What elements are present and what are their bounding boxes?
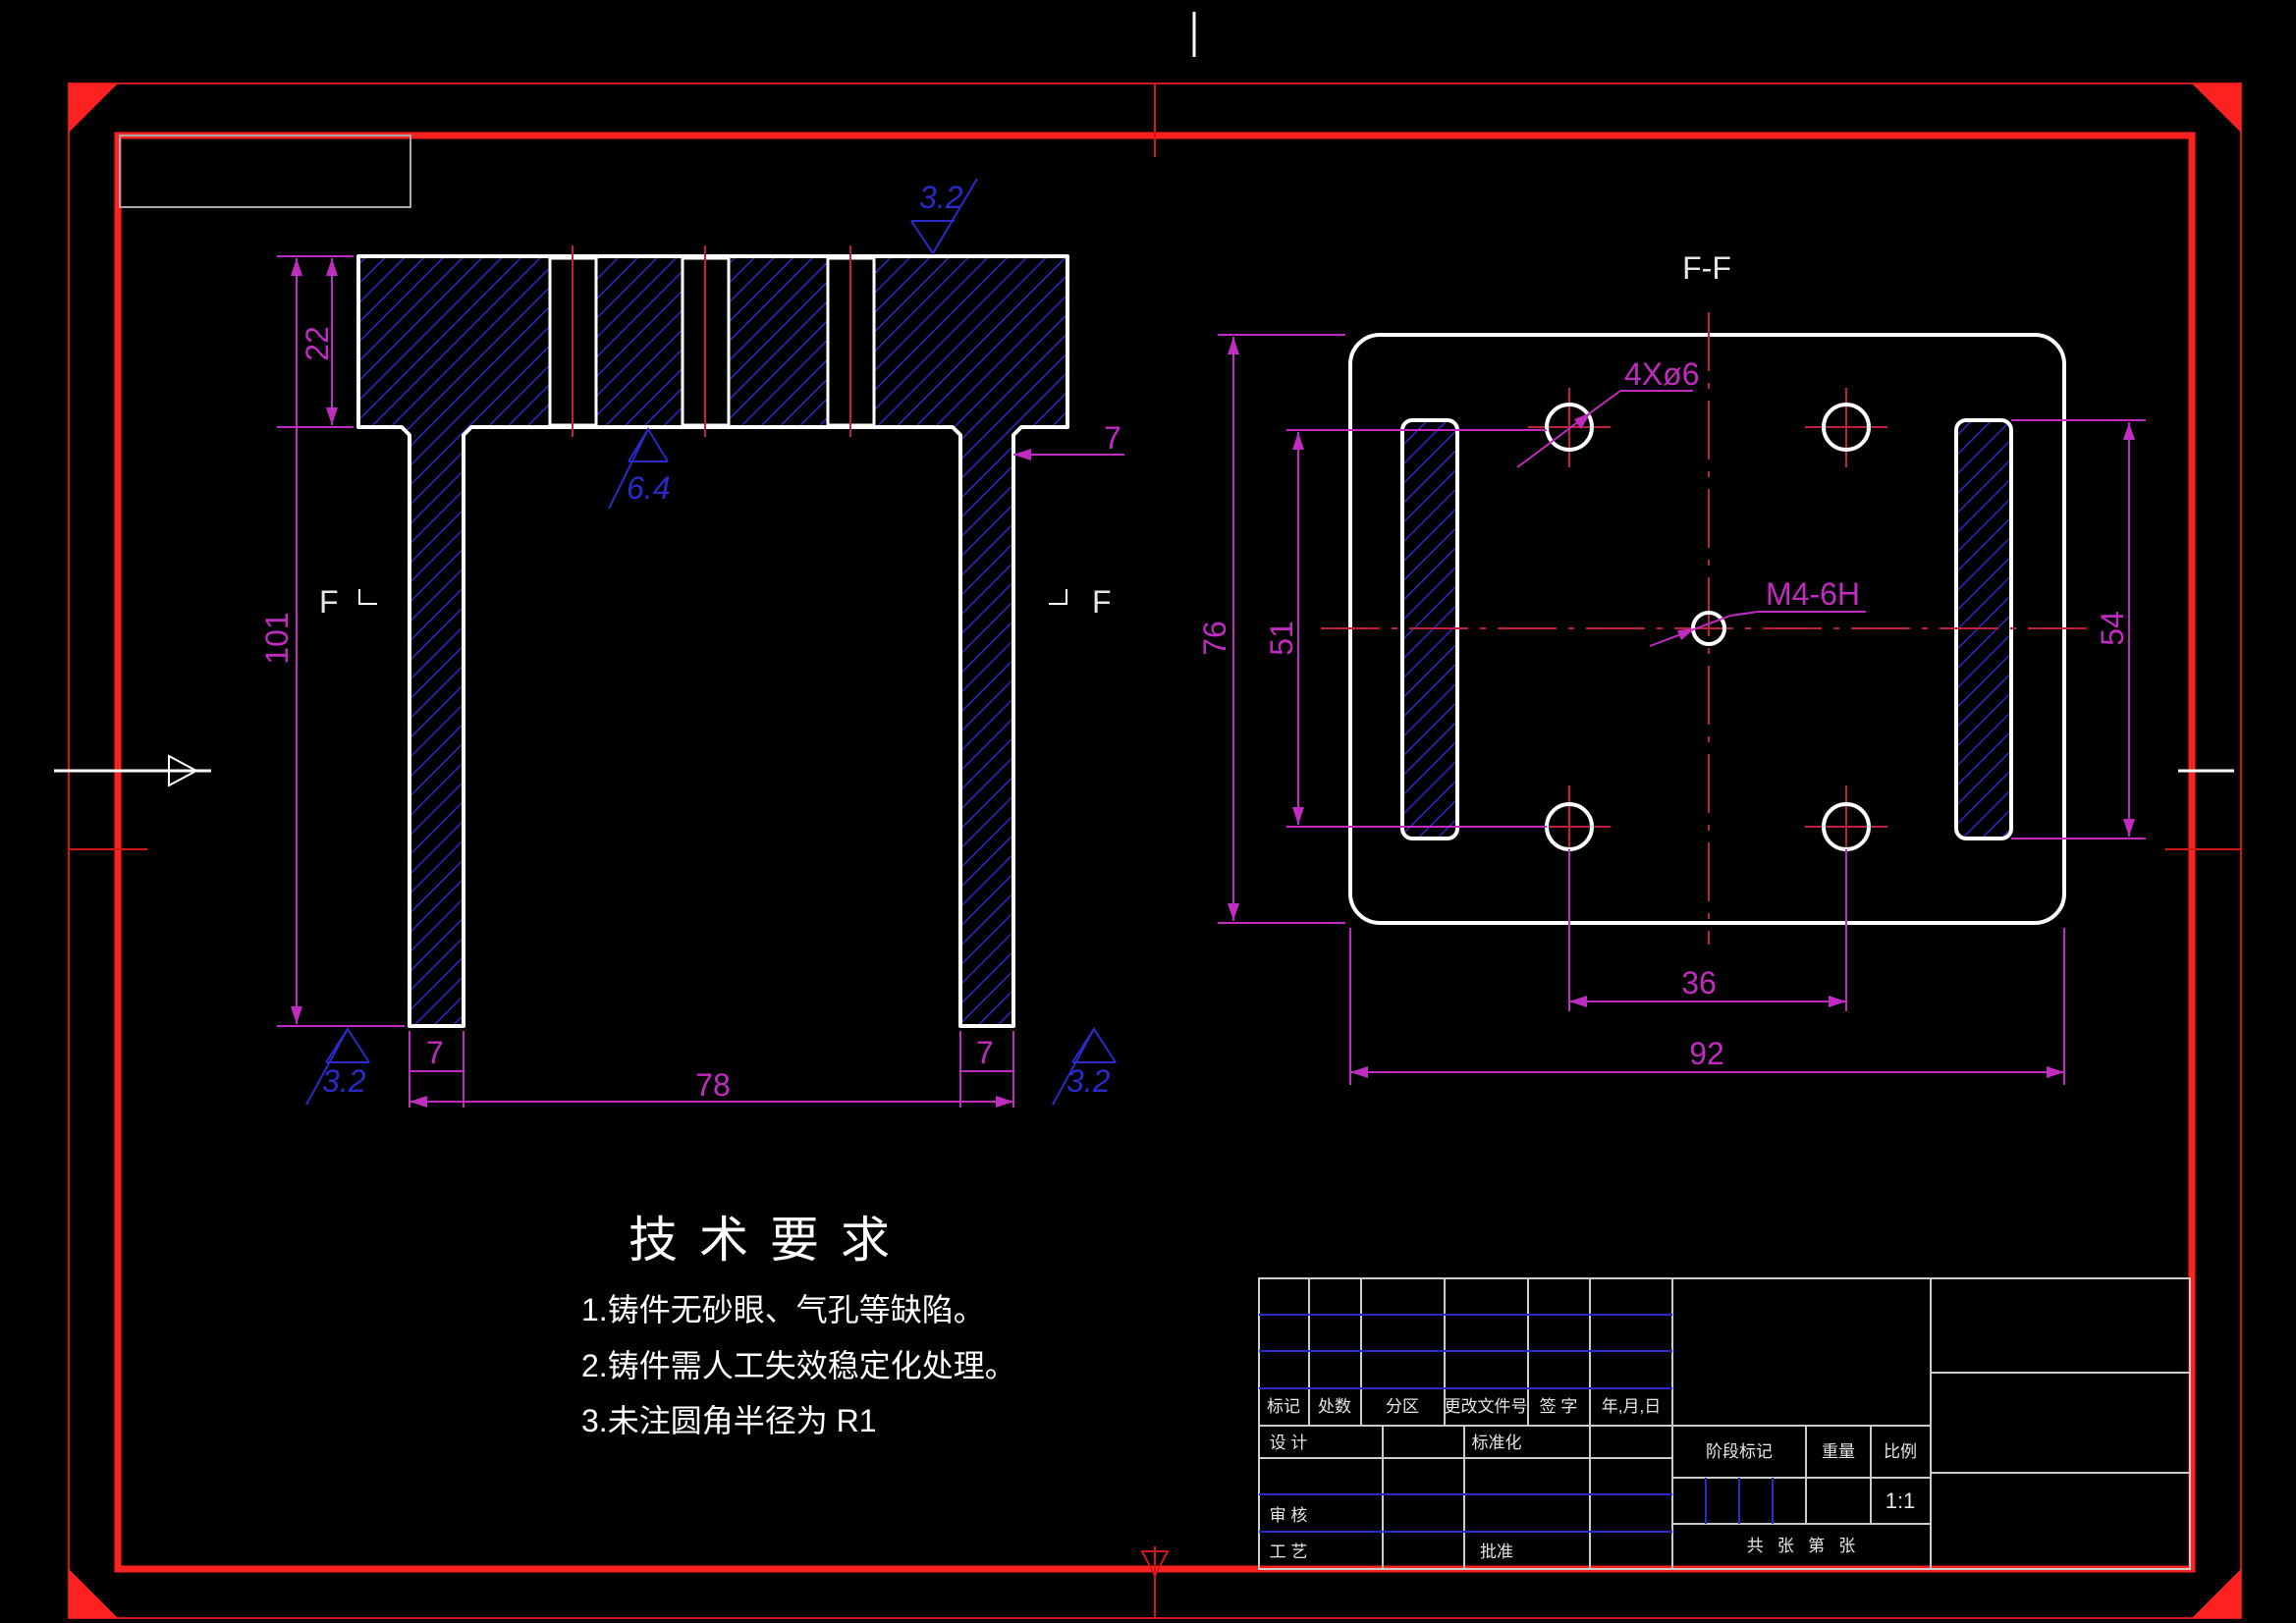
tb-scale-value: 1:1 bbox=[1886, 1488, 1916, 1513]
tb-standardization: 标准化 bbox=[1472, 1434, 1522, 1452]
sheet-frame bbox=[54, 12, 2242, 1619]
tb-design: 设 计 bbox=[1270, 1434, 1308, 1452]
front-view: F F 22 101 bbox=[259, 178, 1124, 1108]
corner-mark-br bbox=[2192, 1569, 2241, 1618]
tb-sheets: 共 张 第 张 bbox=[1747, 1537, 1856, 1555]
section-centerlines bbox=[1321, 312, 2087, 945]
bottom-arrow-head bbox=[1140, 1550, 1170, 1579]
technical-requirements: 技术要求 1.铸件无砂眼、气孔等缺陷。 2.铸件需人工失效稳定化处理。 3.未注… bbox=[581, 1213, 1016, 1438]
tech-req-item: 3.未注圆角半径为 R1 bbox=[581, 1403, 877, 1438]
side-arrow-head-left bbox=[168, 754, 199, 787]
dim-top-height: 22 bbox=[300, 326, 335, 361]
slot-centerlines bbox=[572, 245, 851, 437]
corner-mark-tl bbox=[69, 83, 118, 133]
roughness-inner: 6.4 bbox=[627, 470, 670, 506]
drawing-number-box bbox=[119, 135, 411, 208]
tb-header-zone: 分区 bbox=[1386, 1397, 1419, 1416]
title-block: 标记 处数 分区 更改文件号 签 字 年,月,日 设 计 标准化 审 核 工 艺… bbox=[1258, 1277, 2191, 1570]
tech-req-title: 技术要求 bbox=[629, 1213, 911, 1268]
section-dim-lines bbox=[1218, 334, 2146, 1085]
section-marker-right: F bbox=[1092, 584, 1112, 620]
callout-thread: M4-6H bbox=[1766, 576, 1860, 612]
callout-holes: 4Xø6 bbox=[1624, 356, 1699, 392]
tb-stage-mark: 阶段标记 bbox=[1706, 1442, 1773, 1461]
tech-req-item: 1.铸件无砂眼、气孔等缺陷。 bbox=[581, 1292, 985, 1327]
corner-mark-bl bbox=[69, 1569, 118, 1618]
section-marker-right-symbol bbox=[1049, 589, 1067, 605]
tb-header-mark: 标记 bbox=[1267, 1397, 1300, 1416]
dim-plate-width: 92 bbox=[1689, 1036, 1724, 1071]
front-dim-lines bbox=[277, 255, 1124, 1108]
section-dim-arrows bbox=[1228, 337, 2135, 1078]
thread-hole bbox=[1691, 611, 1726, 646]
tb-process: 工 艺 bbox=[1270, 1542, 1308, 1561]
dim-leg-side: 7 bbox=[1104, 420, 1121, 456]
tb-review: 审 核 bbox=[1270, 1506, 1308, 1525]
tb-header-count: 处数 bbox=[1318, 1397, 1351, 1416]
tb-scale-label: 比例 bbox=[1884, 1442, 1917, 1461]
section-view-title: F-F bbox=[1682, 250, 1731, 286]
hole-tl bbox=[1545, 403, 1594, 452]
roughness-top: 3.2 bbox=[919, 180, 963, 215]
dim-hole-pitch-x: 36 bbox=[1681, 965, 1717, 1001]
dim-width: 78 bbox=[695, 1067, 731, 1103]
roughness-bottom-left: 3.2 bbox=[322, 1063, 366, 1099]
dim-slot-height: 54 bbox=[2095, 611, 2130, 646]
dim-leg-right: 7 bbox=[976, 1035, 994, 1070]
dim-plate-height: 76 bbox=[1197, 621, 1232, 656]
corner-mark-tr bbox=[2192, 83, 2241, 133]
dim-leg-left: 7 bbox=[426, 1035, 444, 1070]
section-view: F-F bbox=[1197, 250, 2146, 1085]
roughness-symbols bbox=[305, 178, 1117, 1106]
title-block-frame bbox=[1258, 1277, 2191, 1570]
dim-total-height: 101 bbox=[259, 612, 295, 664]
tb-approve: 批准 bbox=[1480, 1542, 1513, 1561]
tech-req-item: 2.铸件需人工失效稳定化处理。 bbox=[581, 1348, 1016, 1383]
tb-header-signature: 签 字 bbox=[1540, 1397, 1578, 1416]
dim-hole-pitch-y: 51 bbox=[1264, 621, 1299, 656]
tb-weight: 重量 bbox=[1822, 1442, 1855, 1461]
section-marker-left: F bbox=[319, 584, 339, 620]
roughness-bottom-right: 3.2 bbox=[1066, 1063, 1111, 1099]
section-marker-left-symbol bbox=[358, 589, 377, 605]
tb-header-change-doc: 更改文件号 bbox=[1445, 1397, 1528, 1416]
hole-tr bbox=[1822, 403, 1871, 452]
front-dim-arrows bbox=[291, 258, 1031, 1108]
tb-header-date: 年,月,日 bbox=[1602, 1397, 1661, 1416]
